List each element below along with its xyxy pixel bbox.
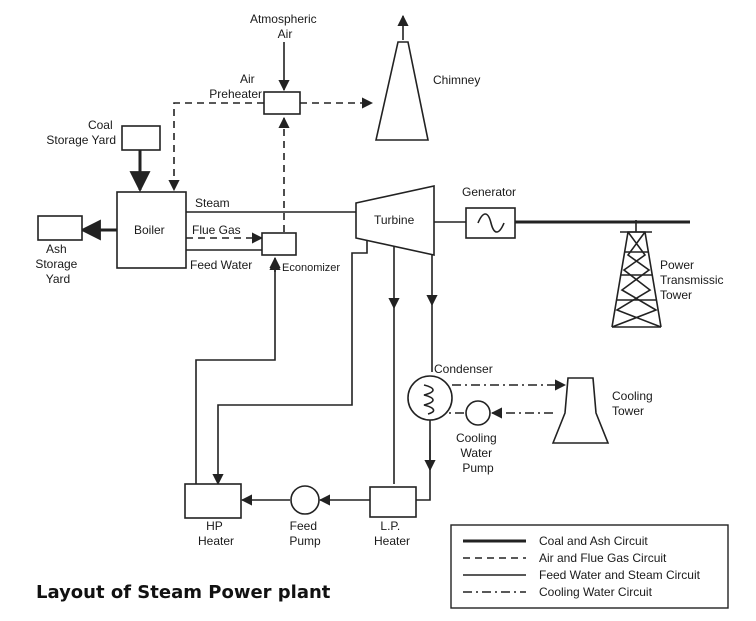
chimney-label: Chimney: [433, 73, 480, 87]
condenser-circle: [407, 375, 453, 421]
legend-label-air: Air and Flue Gas Circuit: [539, 551, 667, 565]
transmission-tower-icon: [611, 220, 662, 328]
ash-storage-box: [37, 215, 83, 241]
sine-wave-icon: [477, 213, 505, 233]
steam-label: Steam: [195, 196, 230, 210]
boiler-label: Boiler: [134, 223, 165, 237]
boiler-box: [116, 191, 187, 269]
chimney-shape: [375, 41, 429, 141]
lp-heater-label: L.P. Heater: [374, 519, 410, 548]
feed-pump-circle: [290, 485, 320, 515]
legend-label-feed: Feed Water and Steam Circuit: [539, 568, 701, 582]
hp-heater-to-economizer-line: [195, 256, 281, 484]
hp-heater-label: HP Heater: [198, 519, 234, 548]
economizer-label: Economizer: [282, 262, 340, 274]
turbine-label: Turbine: [374, 213, 415, 227]
ash-storage-label: Ash Storage Yard: [35, 242, 80, 286]
atmospheric-air-label: Atmospheric Air: [250, 12, 320, 41]
generator-label: Generator: [462, 185, 516, 199]
legend: Coal and Ash Circuit Air and Flue Gas Ci…: [450, 524, 729, 609]
lp-heater-box: [369, 486, 417, 518]
feed-water-label: Feed Water: [190, 258, 252, 272]
cooling-water-pump-label: Cooling Water Pump: [456, 431, 500, 475]
cooling-tower-shape: [551, 377, 610, 444]
coal-storage-box: [121, 125, 161, 151]
turbine-bleed-hp-line: [212, 238, 368, 486]
legend-label-coal: Coal and Ash Circuit: [539, 534, 648, 548]
feed-pump-label: Feed Pump: [289, 519, 321, 548]
flue-gas-label: Flue Gas: [192, 223, 241, 237]
air-preheater-box: [263, 91, 301, 115]
legend-label-cooling: Cooling Water Circuit: [539, 585, 653, 599]
preheater-to-boiler-line: [168, 102, 264, 192]
hp-heater-box: [184, 483, 242, 519]
legend-box: [450, 524, 729, 609]
coal-storage-label: Coal Storage Yard: [46, 118, 116, 147]
cooling-tower-label: Cooling Tower: [612, 389, 656, 418]
diagram-title: Layout of Steam Power plant: [36, 582, 331, 603]
turbine-shape: [355, 185, 435, 256]
air-preheater-label: Air Preheater: [209, 72, 262, 101]
economizer-box: [261, 232, 297, 256]
condenser-to-lp-line: [416, 420, 431, 501]
condenser-label: Condenser: [434, 362, 493, 376]
condenser-coil-icon: [423, 384, 435, 415]
cooling-water-pump-circle: [465, 400, 491, 426]
power-tower-label: Power Transmissic Tower: [660, 258, 727, 302]
